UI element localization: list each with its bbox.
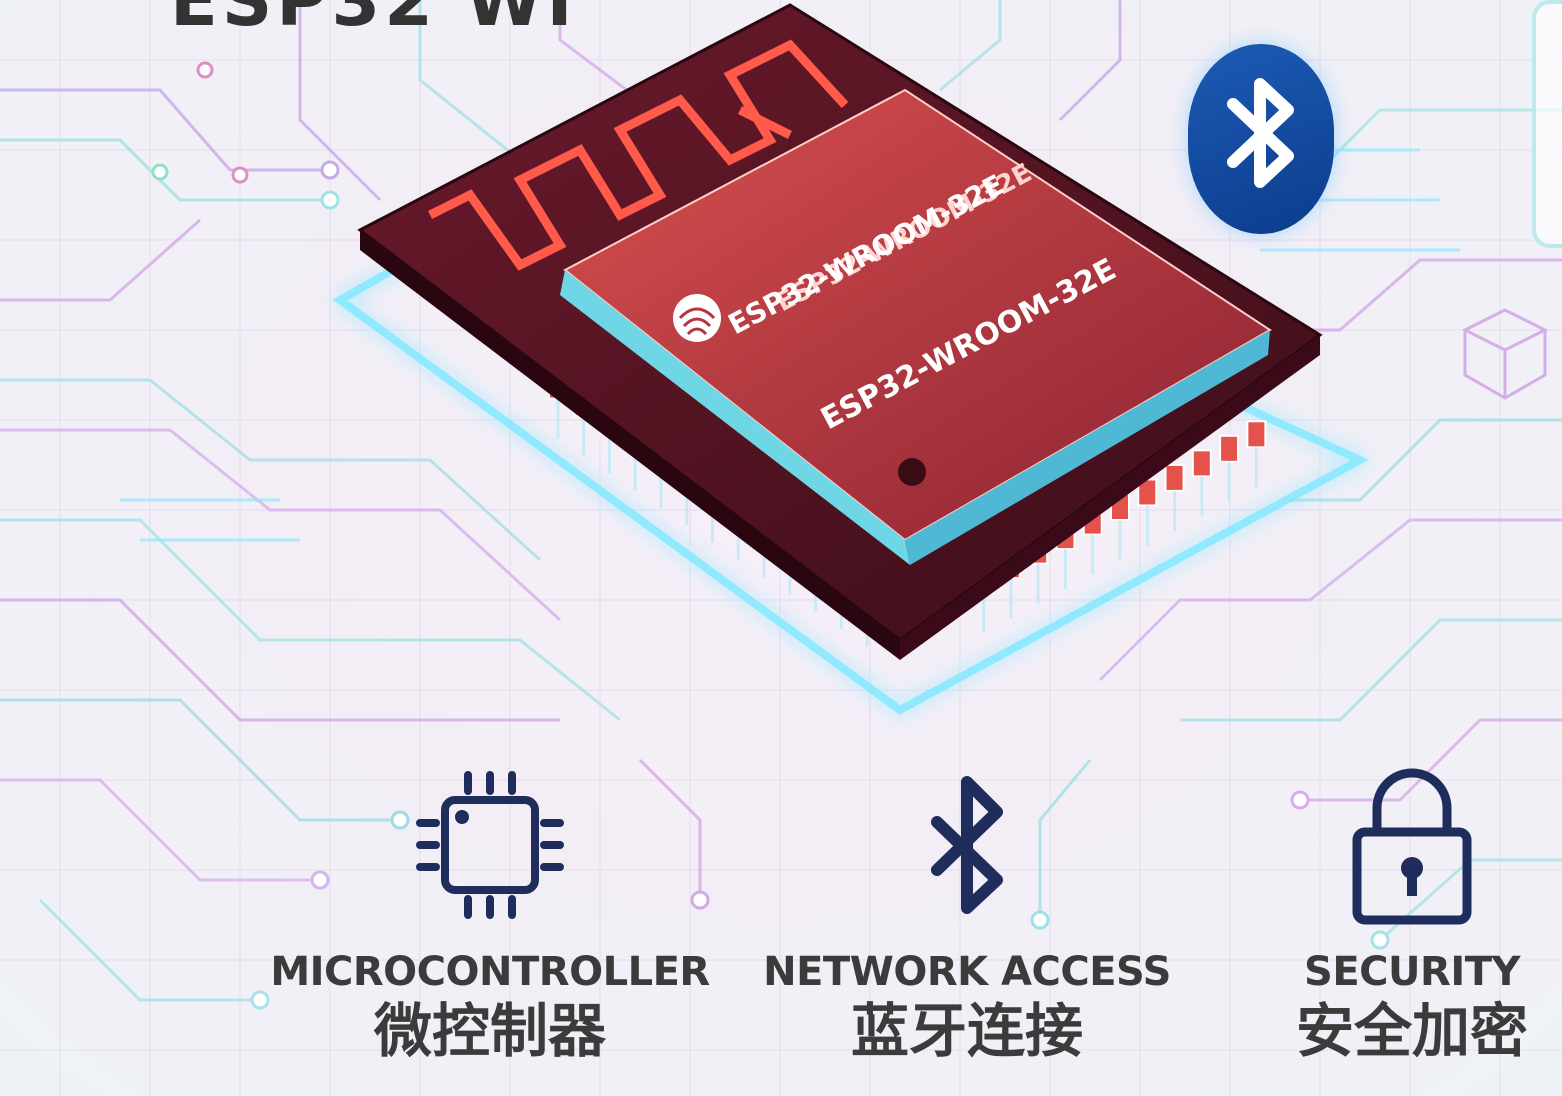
chip-pin [1164, 463, 1185, 492]
feature-network-access: NETWORK ACCESS 蓝牙连接 [727, 750, 1207, 1064]
feature-title-zh: 安全加密 [1295, 997, 1528, 1065]
feature-title-en: NETWORK ACCESS [763, 949, 1171, 995]
feature-title-en: SECURITY [1304, 949, 1520, 995]
antenna-trace [427, 39, 849, 271]
feature-title-zh: 微控制器 [373, 997, 606, 1065]
microchip-icon [416, 771, 564, 919]
bluetooth-icon [1227, 78, 1294, 188]
chip-pin [1219, 434, 1240, 463]
chip-pin [1246, 420, 1267, 449]
feature-title-en: MICROCONTROLLER [270, 949, 710, 995]
cube-outline-icon [1461, 308, 1549, 400]
bluetooth-badge [1188, 44, 1334, 234]
heading-fragment: ESP32 WI [170, 0, 577, 42]
padlock-icon [1352, 768, 1472, 925]
bluetooth-icon [931, 776, 1003, 914]
side-panel [1532, 0, 1562, 248]
circuit-traces [0, 0, 1562, 1002]
trace-nodes [151, 61, 1390, 1010]
feature-microcontroller: MICROCONTROLLER 微控制器 [250, 750, 730, 1064]
feature-title-zh: 蓝牙连接 [850, 997, 1083, 1065]
chip-pin [1191, 449, 1212, 478]
espressif-logo [673, 294, 721, 342]
rf-shield [560, 88, 1272, 565]
feature-security: SECURITY 安全加密 [1172, 750, 1562, 1064]
